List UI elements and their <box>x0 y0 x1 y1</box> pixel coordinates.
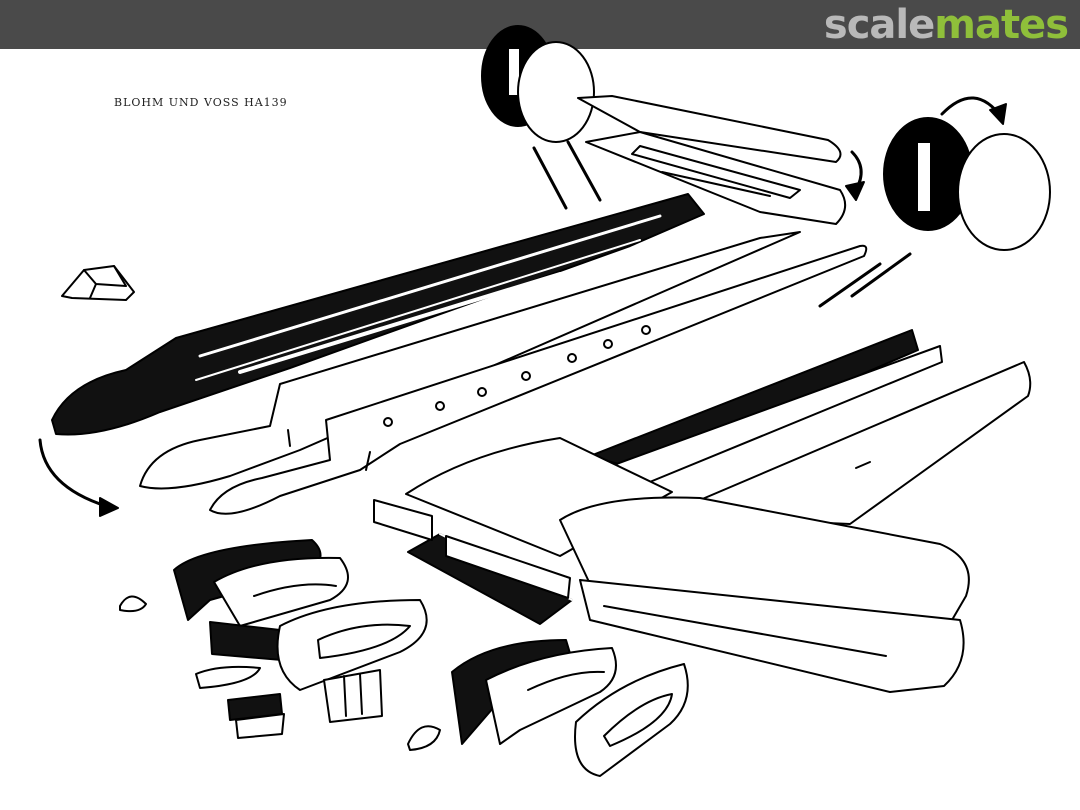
right-disc-pair <box>883 96 1051 251</box>
logo-word-mates: mates <box>934 2 1069 48</box>
fuselage-half-right <box>139 231 912 515</box>
cockpit-canopy <box>61 265 135 301</box>
engine-nacelles-right <box>451 639 689 777</box>
logo-word-scale: scale <box>823 2 935 48</box>
scalemates-logo[interactable]: scalemates <box>823 2 1069 48</box>
wing-assembly <box>373 329 1032 693</box>
drawing-caption: BLOHM UND VOSS HA139 <box>114 96 288 109</box>
engine-nacelles-left <box>119 539 441 751</box>
tail-plane <box>532 95 865 225</box>
rotate-arrow-left <box>38 438 119 517</box>
top-disc-pair <box>481 25 595 143</box>
fuselage-half-left <box>51 193 705 436</box>
